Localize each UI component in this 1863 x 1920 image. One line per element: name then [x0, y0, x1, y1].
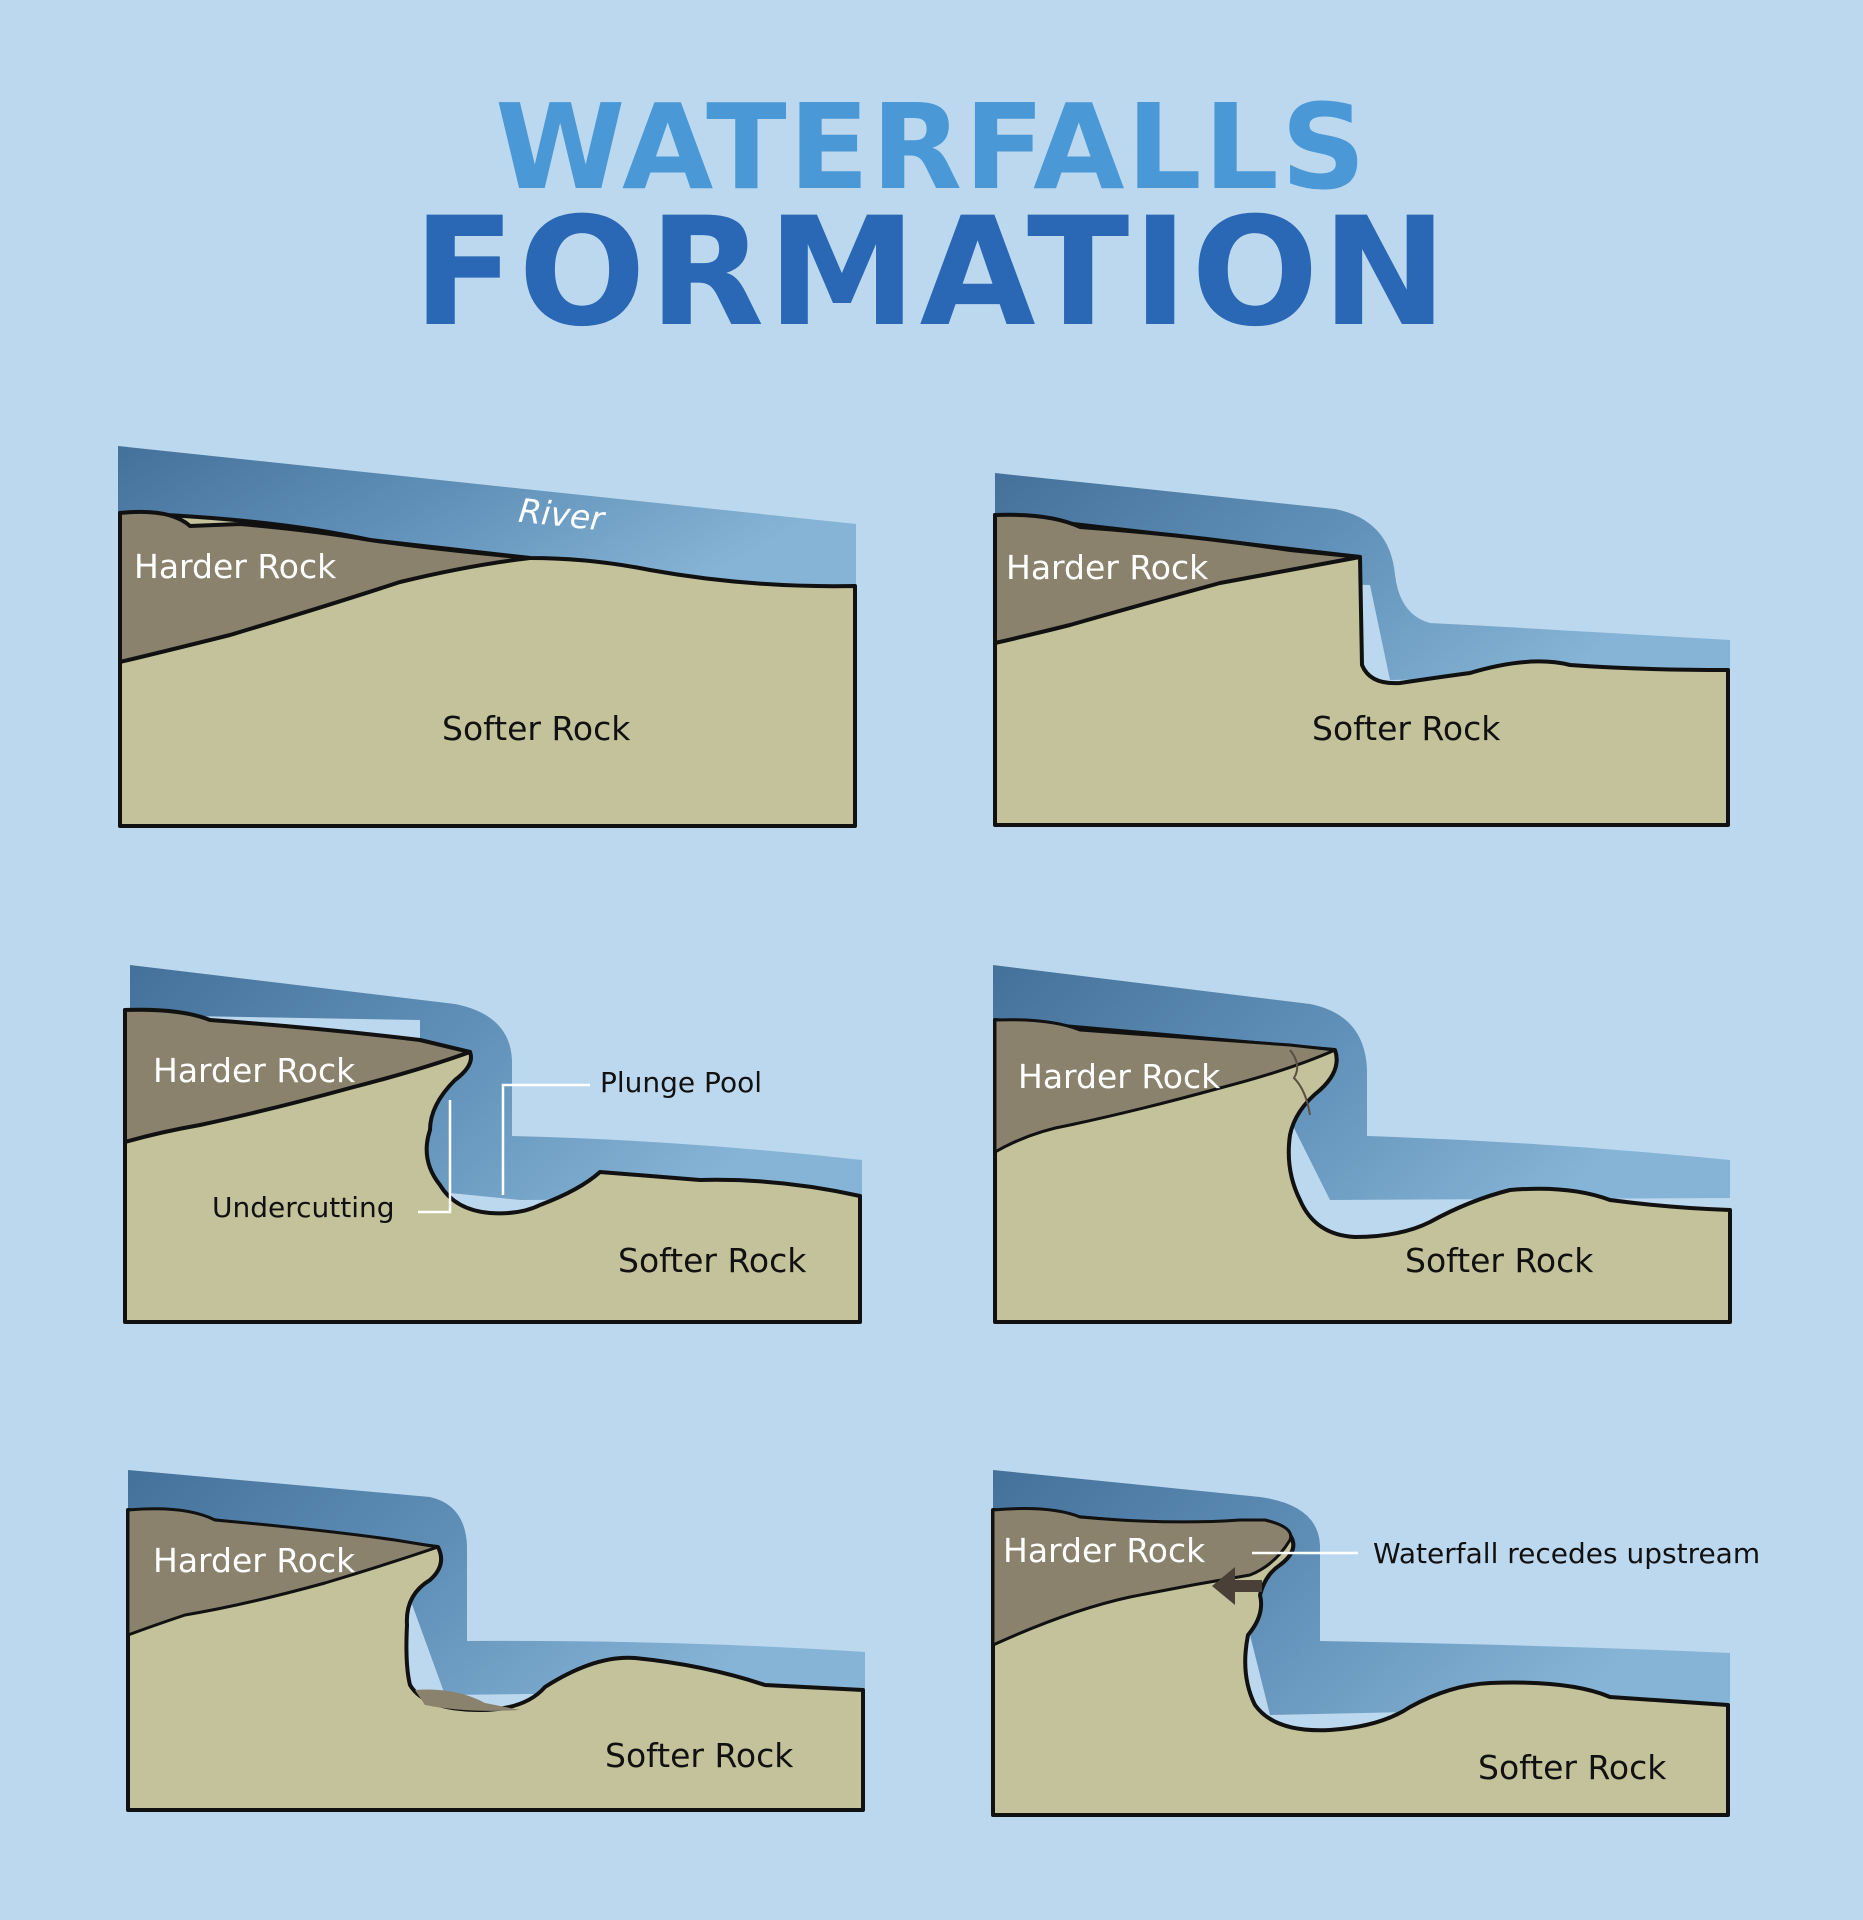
harder-rock-label: Harder Rock: [1018, 1057, 1221, 1096]
softer-rock-label: Softer Rock: [1312, 709, 1501, 748]
harder-rock-layer: [123, 1007, 472, 1144]
harder-rock-layer: [118, 509, 532, 664]
softer-rock-label: Softer Rock: [618, 1241, 807, 1280]
panel-3-diagram: Harder Rock Softer Rock Plunge Pool Unde…: [123, 965, 862, 1324]
plunge-pool-label: Plunge Pool: [600, 1066, 762, 1099]
panel-1-diagram: Harder Rock Softer Rock River: [118, 446, 857, 828]
harder-rock-label: Harder Rock: [134, 547, 337, 586]
rock-debris: [415, 1689, 520, 1711]
river-water: [995, 473, 1730, 680]
panel-6-diagram: Harder Rock Softer Rock Waterfall recede…: [991, 1470, 1760, 1817]
panel-4-diagram: Harder Rock Softer Rock: [993, 965, 1732, 1324]
softer-rock-label: Softer Rock: [1405, 1241, 1594, 1280]
harder-rock-label: Harder Rock: [1003, 1531, 1206, 1570]
waterfall-recedes-label: Waterfall recedes upstream: [1373, 1537, 1760, 1570]
softer-rock-label: Softer Rock: [442, 709, 631, 748]
river-label: River: [517, 491, 609, 539]
harder-rock-label: Harder Rock: [153, 1541, 356, 1580]
river-water: [130, 965, 862, 1200]
softer-rock-label: Softer Rock: [1478, 1748, 1667, 1787]
river-water: [993, 965, 1730, 1200]
harder-rock-label: Harder Rock: [153, 1051, 356, 1090]
river-water: [128, 1470, 865, 1695]
title-formation: FORMATION: [412, 186, 1451, 360]
undercutting-label: Undercutting: [212, 1191, 395, 1224]
crack-line: [1289, 1049, 1311, 1116]
panel-2-diagram: Harder Rock Softer Rock: [993, 473, 1730, 827]
harder-rock-layer: [991, 1507, 1293, 1647]
recede-arrow-icon: [1212, 1567, 1262, 1605]
plunge-pool-pointer: [501, 1083, 590, 1195]
harder-rock-layer: [126, 1507, 440, 1637]
title-waterfalls: WATERFALLS: [495, 78, 1368, 216]
panel-5-diagram: Harder Rock Softer Rock: [126, 1470, 865, 1812]
softer-rock-label: Softer Rock: [605, 1736, 794, 1775]
harder-rock-layer: [993, 512, 1362, 645]
harder-rock-label: Harder Rock: [1006, 548, 1209, 587]
undercutting-pointer: [418, 1100, 452, 1214]
